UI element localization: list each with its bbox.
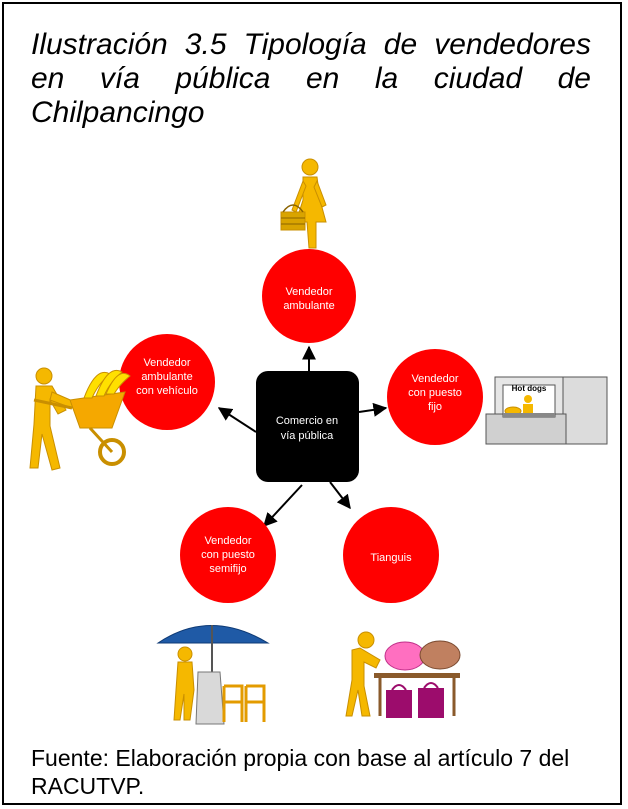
connector-puesto-semifijo — [263, 484, 303, 528]
node-label-line: Vendedor — [143, 357, 190, 369]
connector-ambulante-vehiculo — [217, 407, 257, 433]
node-label-line: con puesto — [201, 549, 255, 561]
node-label-line: fijo — [428, 401, 442, 413]
node-tianguis: Tianguis — [343, 507, 439, 603]
figure-title: Ilustración 3.5 Tipología de vendedores … — [31, 28, 591, 129]
center-label-line-1: Comercio en — [276, 415, 338, 427]
vendor-woman-basket-icon — [280, 158, 327, 249]
node-label-line: semifijo — [209, 563, 246, 575]
connector-puesto-fijo — [358, 402, 388, 417]
node-label-line: con vehículo — [136, 385, 198, 397]
connectors — [217, 345, 388, 528]
figure-caption: Fuente: Elaboración propia con base al a… — [31, 745, 570, 799]
node-ambulante: Vendedor ambulante — [262, 249, 356, 343]
tianguis-market-icon — [345, 631, 461, 718]
vendor-wheelbarrow-icon — [29, 367, 131, 471]
stand-sign: Hot dogs — [512, 384, 547, 393]
hotdog-stand-icon: Hot dogs — [485, 376, 608, 445]
node-label-line: Vendedor — [204, 535, 251, 547]
node-puesto-semifijo: Vendedor con puesto semifijo — [180, 507, 276, 603]
node-ambulante-vehiculo: Vendedor ambulante con vehículo — [119, 334, 215, 430]
node-label-line: ambulante — [141, 371, 192, 383]
node-label-line: con puesto — [408, 387, 462, 399]
node-label-line: Tianguis — [370, 552, 412, 564]
center-node: Comercio en vía pública — [256, 371, 359, 482]
connector-tianguis — [329, 481, 351, 510]
center-label-line-2: vía pública — [281, 430, 334, 442]
vendor-umbrella-icon — [156, 625, 270, 725]
node-label-line: ambulante — [283, 300, 334, 312]
node-label-line: Vendedor — [285, 286, 332, 298]
node-puesto-fijo: Vendedor con puesto fijo — [387, 349, 483, 445]
node-label-line: Vendedor — [411, 373, 458, 385]
